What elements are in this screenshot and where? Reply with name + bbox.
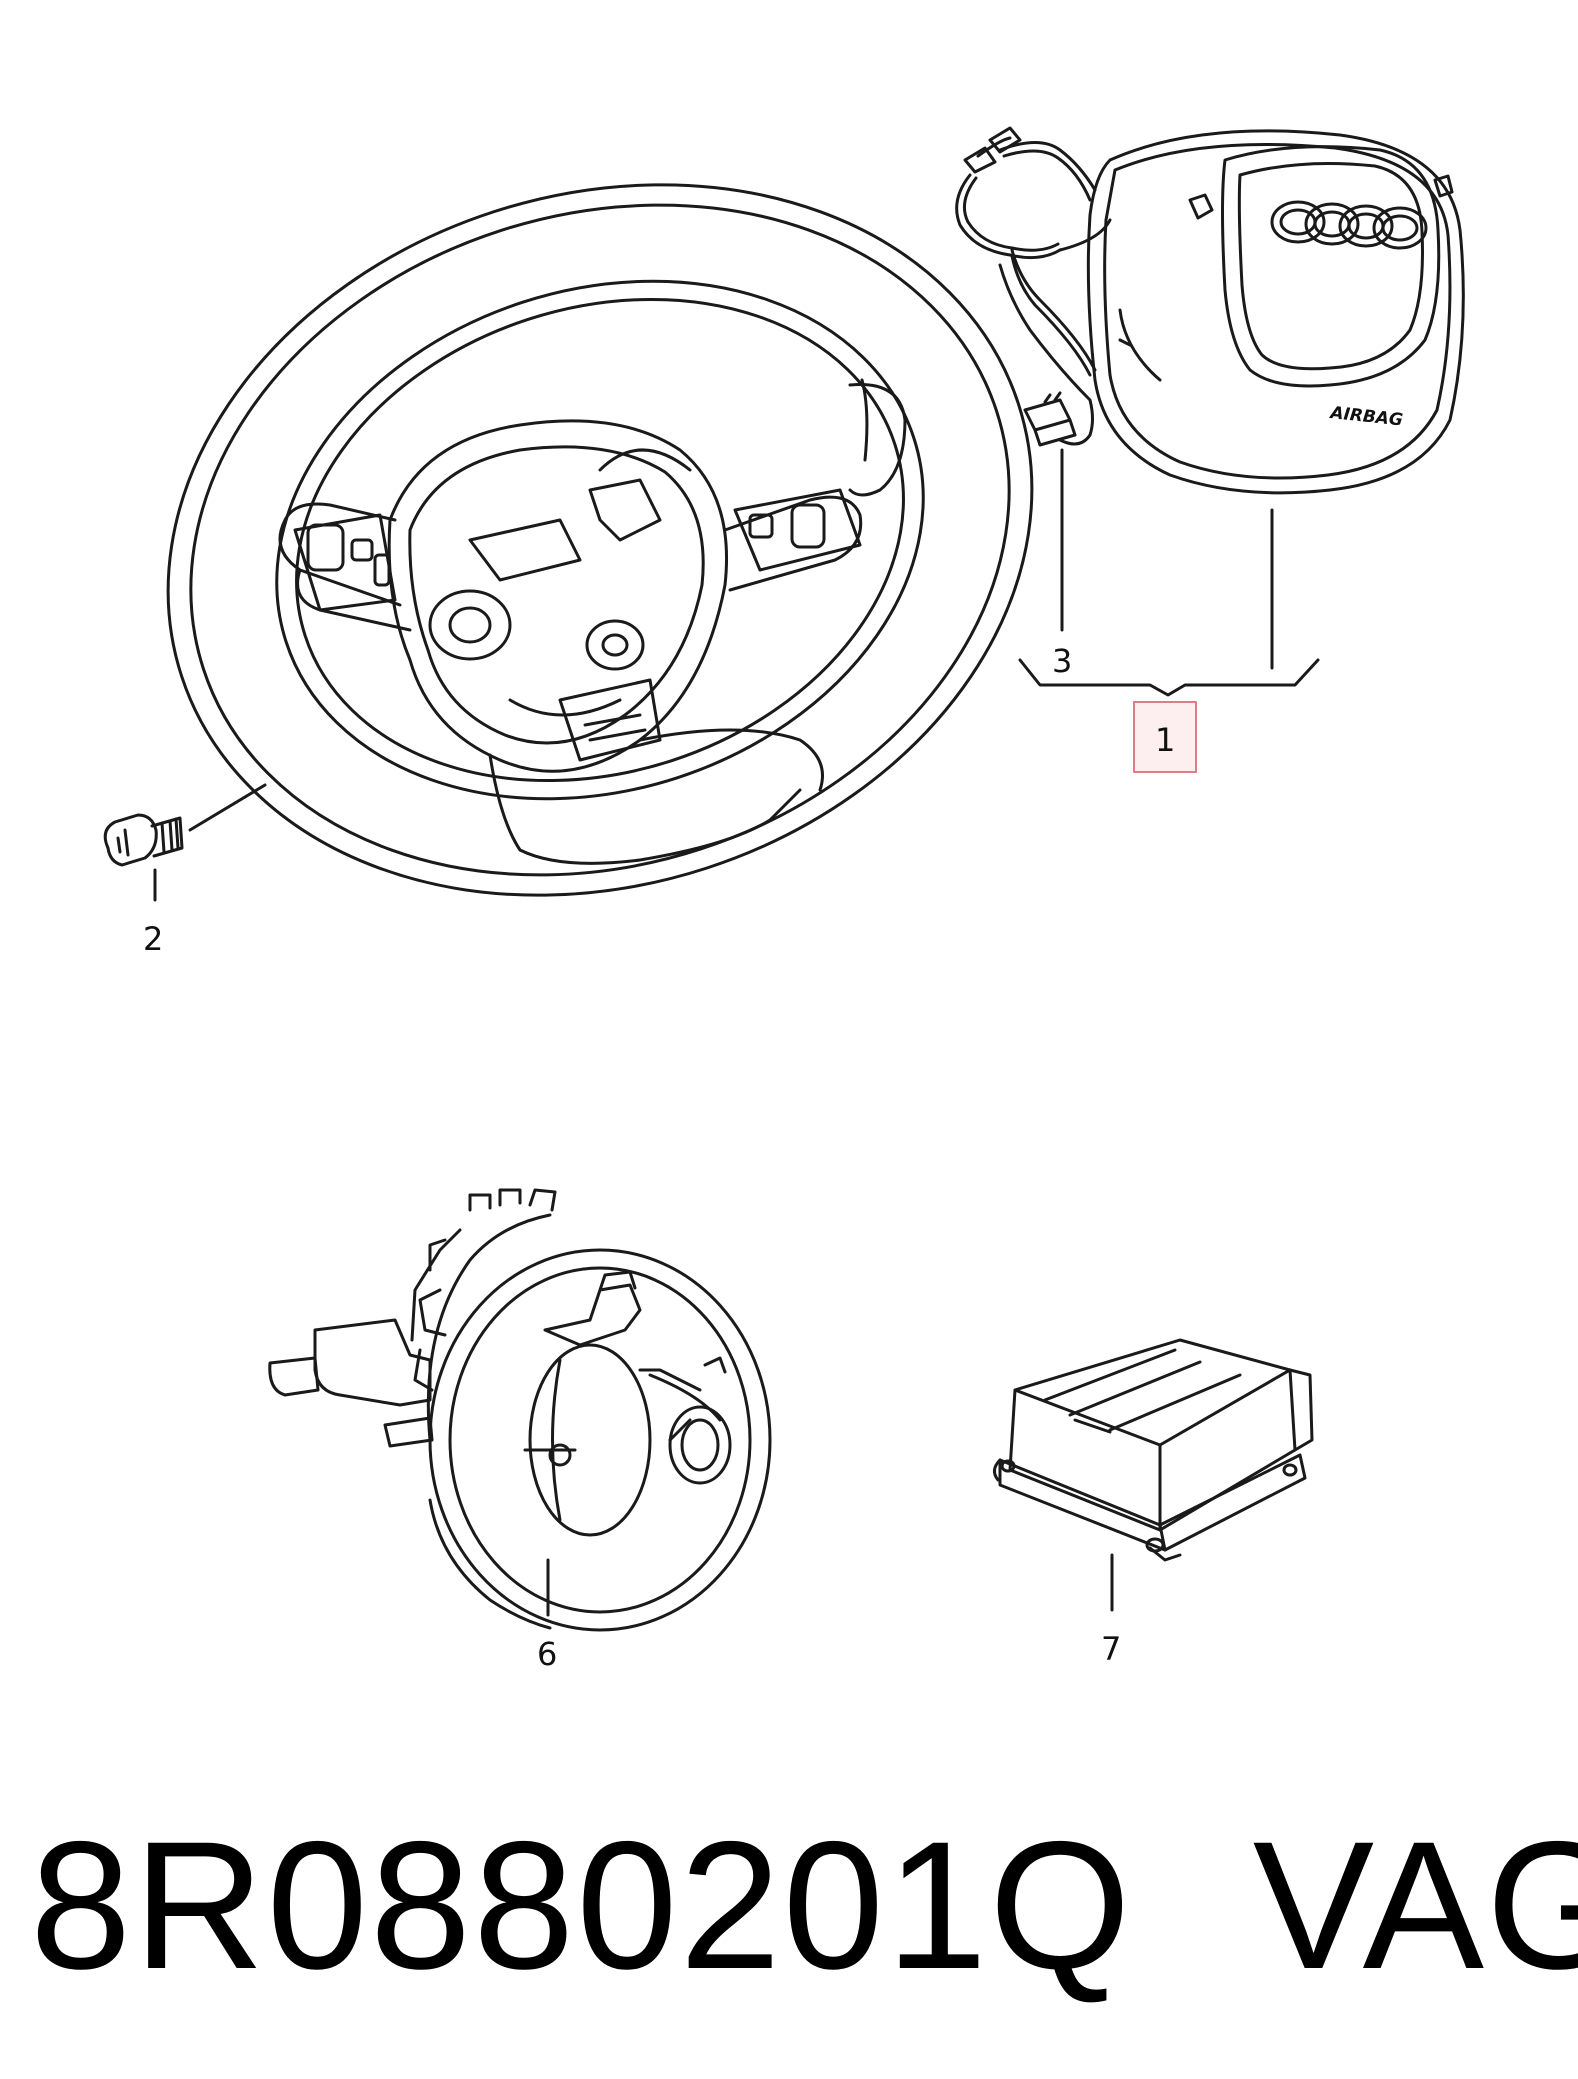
callout-3-label: 3 [1052, 642, 1072, 680]
steering-wheel [166, 183, 1034, 897]
callout-1[interactable]: 1 [1133, 701, 1197, 773]
callout-7: 7 [1101, 1553, 1121, 1668]
callout-6-label: 6 [537, 1635, 557, 1673]
clock-spring [268, 1188, 772, 1632]
wiring-harness [955, 126, 1112, 447]
callout-7-label: 7 [1101, 1630, 1121, 1668]
airbag-label: AIRBAG [1327, 403, 1403, 431]
hub-bore [428, 589, 512, 661]
callout-6: 6 [537, 1558, 557, 1673]
screw [103, 813, 184, 867]
airbag-control-unit [993, 1338, 1314, 1562]
connector-ring [668, 1405, 732, 1485]
brand-rings-logo [1270, 200, 1428, 250]
brand-name: VAG [1252, 1803, 1578, 2007]
part-number: 8R0880201Q [30, 1803, 1133, 2007]
callout-1-highlight [1133, 701, 1197, 773]
horn-icon [1188, 174, 1454, 220]
callout-2-label: 2 [143, 920, 163, 958]
left-control-panel [293, 513, 397, 612]
assembly-bracket [1018, 658, 1320, 697]
callout-1-label: 1 [1155, 721, 1175, 759]
callout-2: 2 [143, 783, 267, 958]
callout-3: 3 [1052, 448, 1072, 680]
right-control-panel [733, 488, 862, 572]
airbag-module: AIRBAG [1086, 129, 1465, 495]
